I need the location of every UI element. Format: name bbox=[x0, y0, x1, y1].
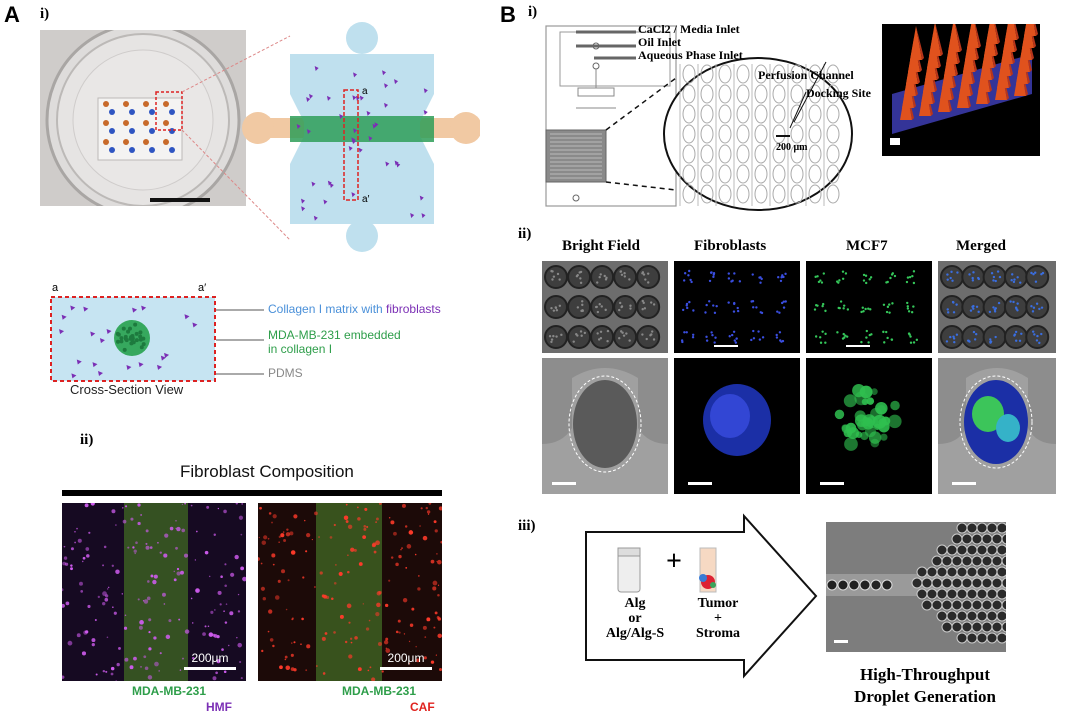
leader-lines bbox=[216, 309, 264, 375]
topo-scale-bar bbox=[890, 138, 900, 145]
label-docking-site: Docking Site bbox=[806, 86, 872, 100]
cross-section-diagram bbox=[50, 296, 216, 382]
hmf-fluorescence-image: 200μm bbox=[62, 503, 246, 681]
fibroblasts-array-image bbox=[674, 261, 800, 353]
petri-dish-photo bbox=[40, 22, 246, 218]
mcf7-closeup-image bbox=[806, 358, 932, 494]
caf-label-line2: CAF bbox=[410, 700, 435, 714]
chip-label-a: a bbox=[362, 86, 368, 97]
mcf7-array-image bbox=[806, 261, 932, 353]
hmf-scale-bar bbox=[184, 667, 236, 670]
plus-sign: + bbox=[666, 546, 682, 577]
panel-b-part-iii: iii) bbox=[518, 518, 536, 534]
composition-bar bbox=[62, 490, 442, 496]
label-cacl2-inlet: CaCl2 / Media Inlet bbox=[638, 22, 740, 36]
section-label-a: a bbox=[52, 282, 59, 294]
chip-schematic: a a′ bbox=[242, 22, 480, 252]
column-merged: Merged bbox=[956, 238, 1006, 254]
column-bright-field: Bright Field bbox=[562, 238, 640, 254]
cross-section-caption: Cross-Section View bbox=[70, 382, 184, 397]
alginate-label: Alg or Alg/Alg-S bbox=[605, 596, 665, 641]
label-oil-inlet: Oil Inlet bbox=[638, 35, 682, 49]
tumor-stroma-label: Tumor + Stroma bbox=[695, 596, 741, 641]
hmf-label-line2: HMF bbox=[206, 700, 232, 714]
panel-a-letter: A bbox=[4, 2, 20, 27]
label-aqueous-inlet: Aqueous Phase Inlet bbox=[638, 48, 743, 62]
hmf-label-line1: MDA-MB-231 bbox=[132, 684, 207, 698]
petri-dish-illustration bbox=[40, 22, 246, 218]
brightfield-array-image bbox=[542, 261, 668, 353]
brightfield-closeup-image bbox=[542, 358, 668, 494]
label-device-scale: 200 μm bbox=[776, 142, 808, 153]
column-fibroblasts: Fibroblasts bbox=[694, 238, 767, 254]
label-perfusion-channel: Perfusion Channel bbox=[758, 68, 854, 82]
caf-scale-bar bbox=[380, 667, 432, 670]
panel-b-part-i: i) bbox=[528, 4, 538, 20]
fibroblasts-closeup-image bbox=[674, 358, 800, 494]
panel-a-part-ii: ii) bbox=[80, 432, 94, 448]
section-label-a-prime: a′ bbox=[198, 282, 207, 294]
label-mda-cells: MDA-MB-231 embedded in collagen I bbox=[268, 328, 401, 356]
droplet-generation-image bbox=[826, 522, 1006, 652]
merged-closeup-image bbox=[938, 358, 1056, 494]
droplet-device-schematic bbox=[545, 25, 853, 211]
label-pdms: PDMS bbox=[268, 366, 303, 380]
caf-scale-label: 200μm bbox=[387, 651, 425, 665]
flow-arrow bbox=[585, 513, 818, 679]
droplet-caption: High-Throughput Droplet Generation bbox=[854, 665, 996, 706]
column-mcf7: MCF7 bbox=[846, 238, 888, 254]
panel-b-part-ii: ii) bbox=[518, 226, 532, 242]
caf-label-line1: MDA-MB-231 bbox=[342, 684, 417, 698]
label-collagen-matrix: Collagen I matrix with fibroblasts bbox=[268, 302, 441, 316]
caf-fluorescence-image: 200μm bbox=[258, 503, 442, 681]
composition-title: Fibroblast Composition bbox=[180, 462, 354, 481]
chip-label-a-prime: a′ bbox=[362, 194, 370, 205]
zoom-lines bbox=[181, 35, 291, 241]
hmf-scale-label: 200μm bbox=[191, 651, 229, 665]
panel-b-letter: B bbox=[500, 2, 516, 27]
panel-a-part-i: i) bbox=[40, 6, 50, 22]
merged-array-image bbox=[938, 261, 1056, 353]
3d-topography-image bbox=[882, 24, 1040, 156]
